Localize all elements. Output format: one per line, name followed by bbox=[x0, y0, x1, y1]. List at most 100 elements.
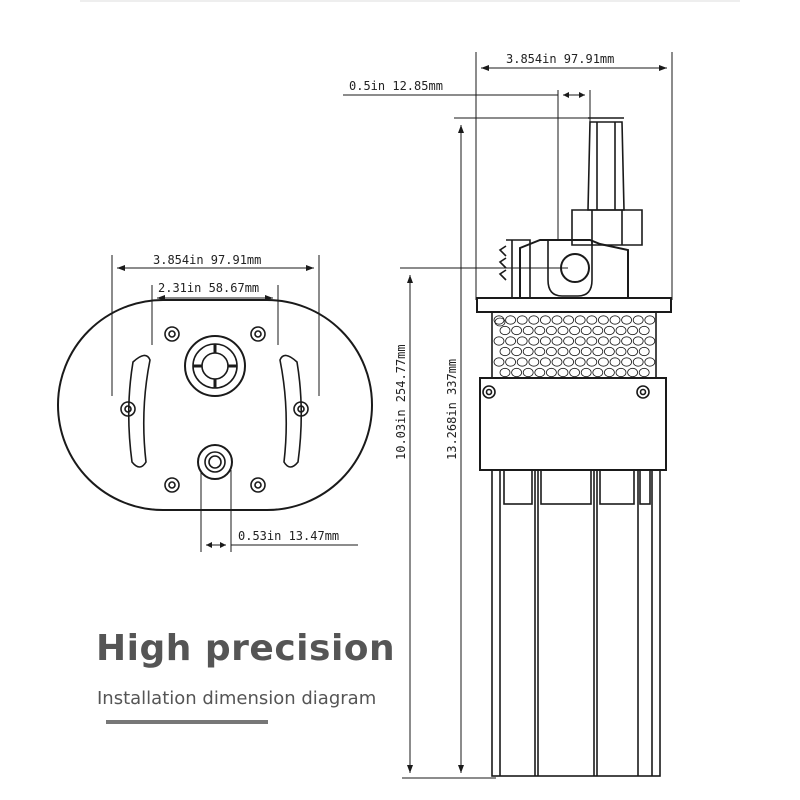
title-underline bbox=[106, 720, 268, 724]
side-arrows bbox=[407, 65, 667, 773]
strainer-hole bbox=[499, 325, 511, 336]
strainer-hole bbox=[580, 367, 592, 378]
strainer-hole bbox=[598, 357, 609, 367]
strainer-hole bbox=[569, 367, 580, 378]
strainer-hole bbox=[551, 336, 563, 346]
strainer-hole bbox=[580, 346, 592, 357]
front-width-label: 3.854in 97.91mm bbox=[153, 253, 261, 267]
strainer-hole bbox=[604, 325, 615, 336]
strainer-hole bbox=[551, 315, 563, 325]
strainer-hole bbox=[522, 346, 534, 357]
side-body-height-label: 10.03in 254.77mm bbox=[394, 344, 408, 460]
strainer-hole bbox=[609, 357, 621, 367]
flange-outline bbox=[57, 299, 373, 511]
strainer-hole bbox=[569, 346, 580, 357]
strainer-hole bbox=[493, 336, 505, 346]
motor-housing bbox=[479, 377, 667, 471]
strainer-hole bbox=[569, 325, 580, 336]
pump-head bbox=[519, 239, 629, 299]
strainer-hole bbox=[505, 357, 517, 367]
strainer-hole bbox=[586, 336, 598, 346]
strainer-hole bbox=[615, 325, 627, 336]
strainer-hole bbox=[528, 336, 540, 346]
strainer-hole bbox=[499, 346, 511, 357]
strainer-hole bbox=[540, 336, 551, 346]
front-outlet-offset-label: 0.53in 13.47mm bbox=[238, 529, 339, 543]
strainer-hole bbox=[511, 325, 522, 336]
strainer-hole bbox=[540, 357, 551, 367]
strainer-hole bbox=[638, 325, 650, 336]
strainer-hole bbox=[499, 367, 511, 378]
strainer-hole bbox=[516, 315, 528, 325]
strainer-hole bbox=[511, 367, 522, 378]
strainer-hole bbox=[551, 357, 563, 367]
strainer-hole bbox=[621, 336, 632, 346]
strainer-hole bbox=[505, 336, 517, 346]
strainer-hole bbox=[557, 325, 569, 336]
strainer-hole bbox=[609, 315, 621, 325]
strainer-hole bbox=[638, 367, 650, 378]
strainer-hole bbox=[493, 357, 505, 367]
strainer-hole bbox=[644, 336, 656, 346]
lower-body bbox=[491, 469, 661, 777]
front-dimension-lines bbox=[111, 255, 358, 552]
strainer-hole bbox=[615, 367, 627, 378]
strainer-hole bbox=[632, 336, 644, 346]
strainer-hole bbox=[604, 346, 615, 357]
strainer-hole bbox=[557, 367, 569, 378]
side-width-label: 3.854in 97.91mm bbox=[506, 52, 614, 66]
strainer-hole bbox=[627, 367, 638, 378]
strainer-hole bbox=[516, 336, 528, 346]
strainer-hole bbox=[580, 325, 592, 336]
strainer-hole bbox=[592, 346, 604, 357]
page-subtitle: Installation dimension diagram bbox=[97, 688, 377, 709]
strainer-hole bbox=[609, 336, 621, 346]
strainer-hole bbox=[621, 315, 632, 325]
strainer-hole bbox=[511, 346, 522, 357]
hex-nut bbox=[571, 209, 643, 246]
strainer-hole bbox=[540, 315, 551, 325]
outlet-nozzle bbox=[587, 121, 625, 211]
top-flange bbox=[476, 297, 672, 313]
strainer-hole bbox=[638, 346, 650, 357]
strainer-hole bbox=[615, 346, 627, 357]
strainer-hole bbox=[522, 325, 534, 336]
strainer-hole bbox=[627, 325, 638, 336]
strainer-hole bbox=[557, 346, 569, 357]
strainer-hole bbox=[586, 315, 598, 325]
strainer-hole bbox=[604, 367, 615, 378]
side-total-height-label: 13.268in 337mm bbox=[445, 359, 459, 460]
strainer-hole bbox=[516, 357, 528, 367]
strainer-hole bbox=[493, 315, 505, 325]
strainer-hole bbox=[644, 357, 656, 367]
strainer-hole bbox=[528, 357, 540, 367]
front-inner-width-label: 2.31in 58.67mm bbox=[158, 281, 259, 295]
strainer-hole bbox=[644, 315, 656, 325]
strainer-hole bbox=[632, 315, 644, 325]
side-view bbox=[343, 52, 673, 779]
front-view bbox=[57, 255, 373, 552]
strainer-hole bbox=[563, 357, 574, 367]
strainer-hole bbox=[563, 315, 574, 325]
strainer-hole bbox=[534, 367, 546, 378]
page-title: High precision bbox=[96, 628, 396, 669]
strainer-hole bbox=[627, 346, 638, 357]
strainer-hole bbox=[574, 336, 586, 346]
strainer-hole bbox=[574, 357, 586, 367]
side-outlet-width-label: 0.5in 12.85mm bbox=[349, 79, 443, 93]
strainer-hole bbox=[505, 315, 517, 325]
strainer-holes bbox=[494, 317, 506, 327]
strainer-hole bbox=[546, 367, 557, 378]
strainer-hole bbox=[598, 315, 609, 325]
strainer-hole bbox=[598, 336, 609, 346]
strainer-hole bbox=[534, 346, 546, 357]
right-slot bbox=[279, 354, 303, 468]
front-arrows bbox=[117, 265, 314, 548]
strainer-hole bbox=[574, 315, 586, 325]
strainer-hole bbox=[563, 336, 574, 346]
strainer-hole bbox=[592, 367, 604, 378]
left-slot bbox=[127, 354, 151, 468]
strainer-hole bbox=[528, 315, 540, 325]
strainer-hole bbox=[546, 325, 557, 336]
